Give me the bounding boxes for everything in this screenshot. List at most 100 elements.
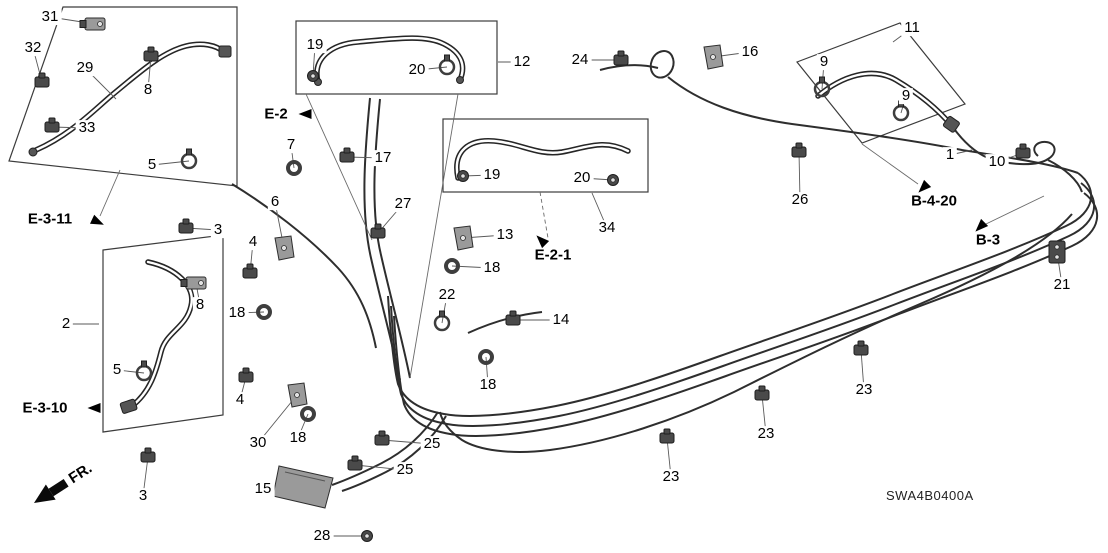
- part-number-label[interactable]: 12: [510, 54, 534, 70]
- part-number-label[interactable]: 29: [73, 60, 97, 76]
- part-number-label[interactable]: 3: [135, 488, 151, 504]
- clip-marker: [613, 50, 629, 66]
- hose-end-fittings-segment: [456, 76, 464, 84]
- bolt-marker: [361, 530, 373, 542]
- part-number-label[interactable]: 23: [754, 426, 778, 442]
- grommet-marker: [444, 258, 460, 274]
- fuel-hoses-segment: [315, 36, 464, 84]
- clip-marker: [754, 385, 770, 401]
- part-number-label[interactable]: 6: [267, 194, 283, 210]
- part-number-label[interactable]: 24: [568, 52, 592, 68]
- clip-marker: [791, 142, 807, 158]
- ref-label-e-3-10[interactable]: E-3-10: [20, 399, 70, 417]
- block-marker: [1048, 240, 1066, 264]
- shield-marker: [272, 465, 334, 509]
- clip-marker-segment: [857, 340, 865, 347]
- part-number-label[interactable]: 9: [816, 54, 832, 70]
- part-number-label[interactable]: 19: [303, 37, 327, 53]
- part-number-label[interactable]: 32: [21, 40, 45, 56]
- ref-label-b-4-20[interactable]: B-4-20: [909, 192, 959, 210]
- part-number-label[interactable]: 20: [570, 170, 594, 186]
- leader-line: [257, 394, 298, 444]
- part-number-label[interactable]: 25: [420, 436, 444, 452]
- part-number-label[interactable]: 1: [942, 147, 958, 163]
- bolt-marker-segment: [364, 533, 370, 539]
- fuel-pipes-segment: [373, 98, 411, 379]
- fuel-hoses: [33, 35, 955, 409]
- ref-label-e-3-11[interactable]: E-3-11: [25, 210, 75, 228]
- part-number-label[interactable]: 4: [245, 234, 261, 250]
- ref-label-e-2-1[interactable]: E-2-1: [532, 246, 574, 264]
- clip-marker: [347, 455, 363, 471]
- part-number-label[interactable]: 5: [144, 157, 160, 173]
- part-number-label[interactable]: 10: [985, 154, 1009, 170]
- clip-marker: [374, 430, 390, 446]
- grommet-marker-segment: [286, 160, 302, 176]
- grommet-marker: [300, 406, 316, 422]
- part-number-label[interactable]: 30: [246, 435, 270, 451]
- part-number-label[interactable]: 13: [493, 227, 517, 243]
- clamp-marker-segment: [439, 310, 445, 318]
- part-number-label[interactable]: 22: [435, 287, 459, 303]
- bracket-marker-segment: [294, 392, 300, 398]
- bracket-marker: [453, 225, 474, 251]
- ref-label-e-2[interactable]: E-2: [262, 105, 290, 123]
- part-number-label[interactable]: 3: [210, 222, 226, 238]
- grommet-marker: [478, 349, 494, 365]
- grommet-marker-segment: [444, 258, 460, 274]
- part-number-label[interactable]: 17: [371, 150, 395, 166]
- part-number-label[interactable]: 23: [659, 469, 683, 485]
- part-number-label[interactable]: 25: [393, 462, 417, 478]
- hose-end-fittings-segment: [119, 398, 138, 414]
- part-number-label[interactable]: 26: [788, 192, 812, 208]
- part-number-label[interactable]: 19: [480, 167, 504, 183]
- part-number-label[interactable]: 34: [595, 220, 619, 236]
- connector-marker-segment: [180, 279, 188, 287]
- part-number-label[interactable]: 14: [549, 312, 573, 328]
- part-number-label[interactable]: 15: [251, 481, 275, 497]
- reference-leader-lines-segment: [409, 93, 459, 379]
- part-number-label[interactable]: 7: [283, 137, 299, 153]
- part-number-label[interactable]: 2: [58, 316, 74, 332]
- part-number-label[interactable]: 8: [140, 82, 156, 98]
- part-number-label[interactable]: 28: [310, 528, 334, 544]
- clip-marker-segment: [246, 263, 254, 270]
- block-marker-segment: [1054, 244, 1060, 250]
- clip-marker-segment: [147, 46, 155, 53]
- ref-arrow-icon: [298, 109, 312, 119]
- part-number-label[interactable]: 16: [738, 44, 762, 60]
- fuel-hoses-segment: [314, 35, 466, 85]
- front-arrow-body: [48, 478, 69, 496]
- clip-marker-segment: [378, 430, 386, 437]
- fuel-pipes-segment: [387, 172, 1093, 417]
- part-number-label[interactable]: 31: [38, 9, 62, 25]
- part-number-label[interactable]: 18: [476, 377, 500, 393]
- part-number-label[interactable]: 9: [898, 88, 914, 104]
- bracket-marker: [287, 382, 308, 408]
- part-number-label[interactable]: 20: [405, 62, 429, 78]
- part-number-label[interactable]: 8: [192, 297, 208, 313]
- clip-marker-segment: [758, 385, 766, 392]
- ref-arrow-icon: [87, 403, 101, 413]
- bolt-marker-segment: [460, 173, 466, 179]
- part-number-label[interactable]: 21: [1050, 277, 1074, 293]
- clip-marker-segment: [617, 50, 625, 57]
- part-number-label[interactable]: 27: [391, 196, 415, 212]
- reference-leader-lines-segment: [99, 169, 121, 217]
- ref-label-b-3[interactable]: B-3: [973, 231, 1003, 249]
- part-number-label[interactable]: 23: [852, 382, 876, 398]
- part-number-label[interactable]: 18: [480, 260, 504, 276]
- clip-marker: [34, 72, 50, 88]
- fuel-pipes-segment: [1047, 159, 1083, 193]
- fuel-pipes-segment: [331, 411, 439, 486]
- connector-marker-segment: [198, 280, 204, 286]
- grommet-marker-segment: [256, 304, 272, 320]
- part-number-label[interactable]: 11: [901, 20, 923, 36]
- part-number-label[interactable]: 4: [232, 392, 248, 408]
- part-number-label[interactable]: 5: [109, 362, 125, 378]
- part-number-label[interactable]: 18: [286, 430, 310, 446]
- clip-marker-segment: [374, 223, 382, 230]
- part-number-label[interactable]: 18: [225, 305, 249, 321]
- part-number-label[interactable]: 33: [75, 120, 99, 136]
- hose-end-fittings-segment: [218, 45, 232, 58]
